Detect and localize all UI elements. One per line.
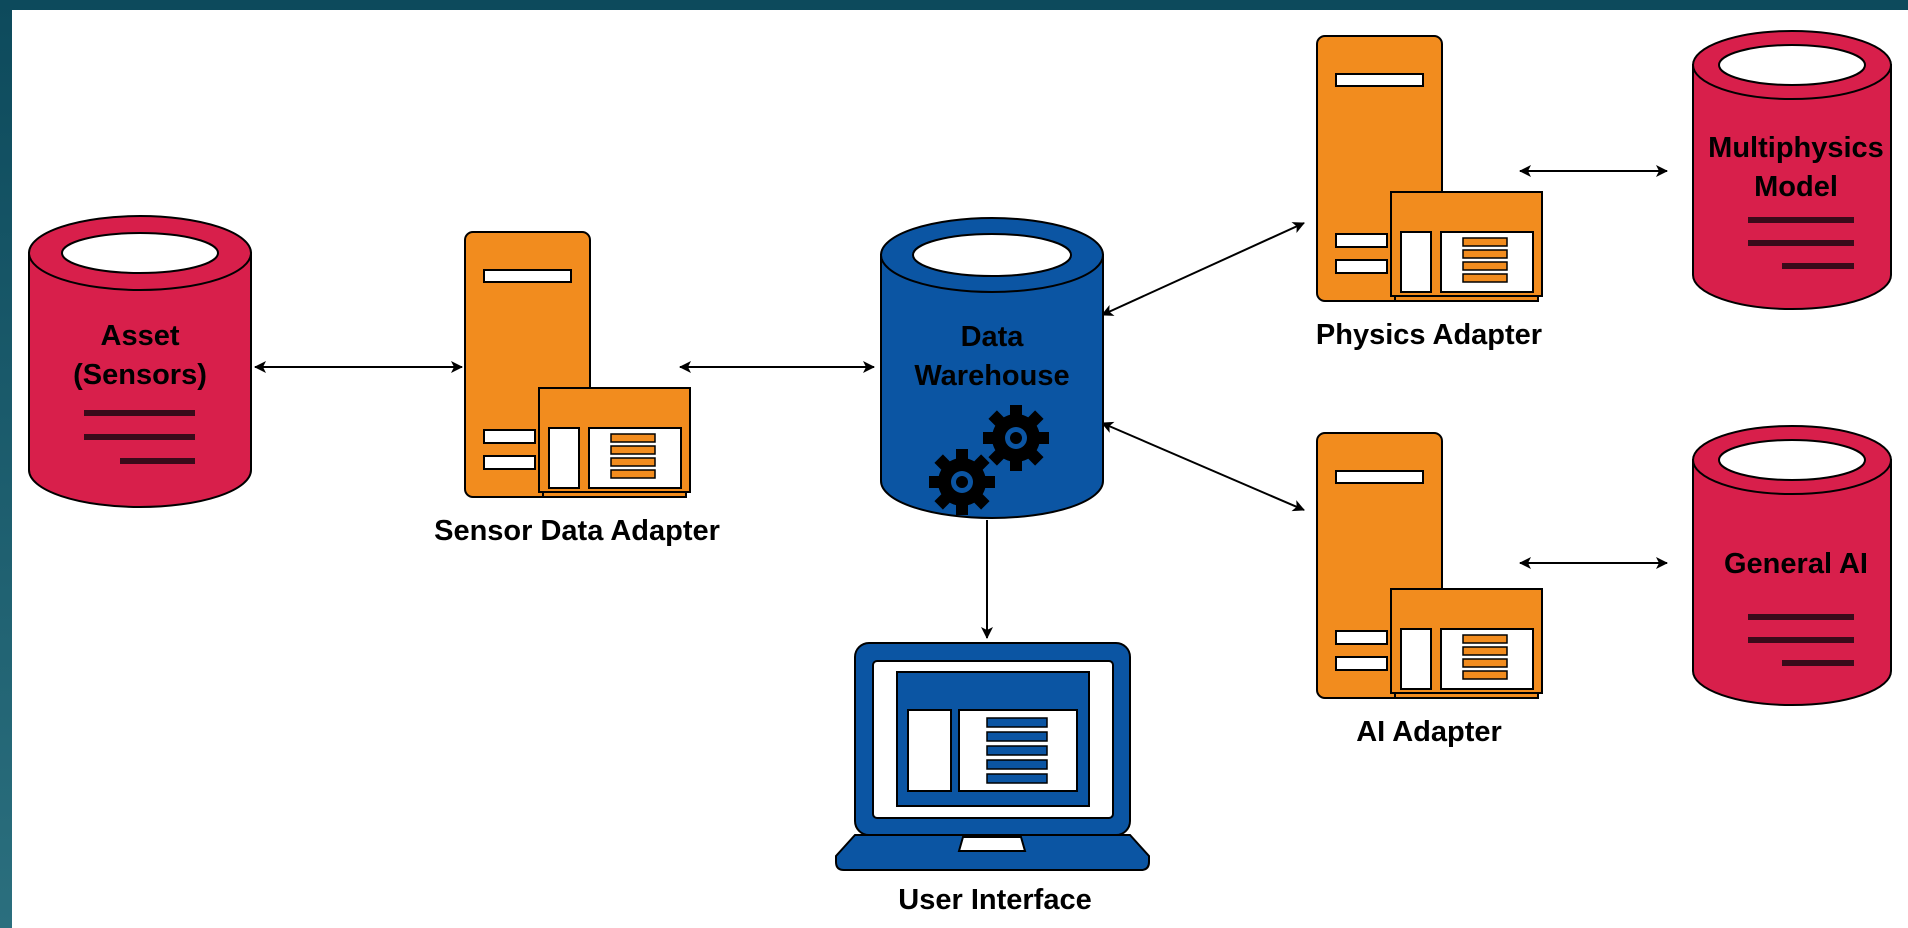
ai-adapter-server: AI Adapter — [1316, 432, 1543, 748]
connector-warehouse-ai-adapter — [1101, 421, 1305, 512]
data-warehouse-database: Data Warehouse — [880, 217, 1104, 519]
physics-adapter-label: Physics Adapter — [1316, 319, 1542, 351]
document-lines-icon — [1748, 217, 1854, 269]
asset-label-line-1: Asset — [101, 320, 180, 352]
user-interface-laptop: User Interface — [835, 642, 1150, 916]
warehouse-label-line-2: Warehouse — [914, 360, 1069, 392]
diagram-canvas: Asset (Sensors) Sensor Data Adapter Data… — [12, 10, 1908, 928]
asset-label-line-2: (Sensors) — [73, 359, 207, 391]
gear-icon — [983, 405, 1049, 471]
multiphysics-model-database: Multiphysics Model — [1692, 30, 1892, 310]
general-ai-label: General AI — [1724, 548, 1868, 580]
architecture-diagram: Asset (Sensors) Sensor Data Adapter Data… — [28, 30, 1892, 916]
multiphysics-label-line-2: Model — [1754, 171, 1838, 203]
asset-sensors-database: Asset (Sensors) — [28, 215, 252, 508]
connector-warehouse-physics-adapter — [1101, 222, 1305, 316]
physics-adapter-server: Physics Adapter — [1316, 35, 1543, 351]
user-interface-label: User Interface — [898, 884, 1091, 916]
warehouse-label-line-1: Data — [961, 321, 1025, 353]
gear-icon — [929, 449, 995, 515]
sensor-data-adapter-server: Sensor Data Adapter — [434, 231, 720, 547]
sensor-data-adapter-label: Sensor Data Adapter — [434, 515, 720, 547]
general-ai-database: General AI — [1692, 425, 1892, 706]
document-lines-icon — [1748, 614, 1854, 666]
document-lines-icon — [84, 410, 195, 464]
multiphysics-label-line-1: Multiphysics — [1708, 132, 1884, 164]
ai-adapter-label: AI Adapter — [1356, 716, 1502, 748]
